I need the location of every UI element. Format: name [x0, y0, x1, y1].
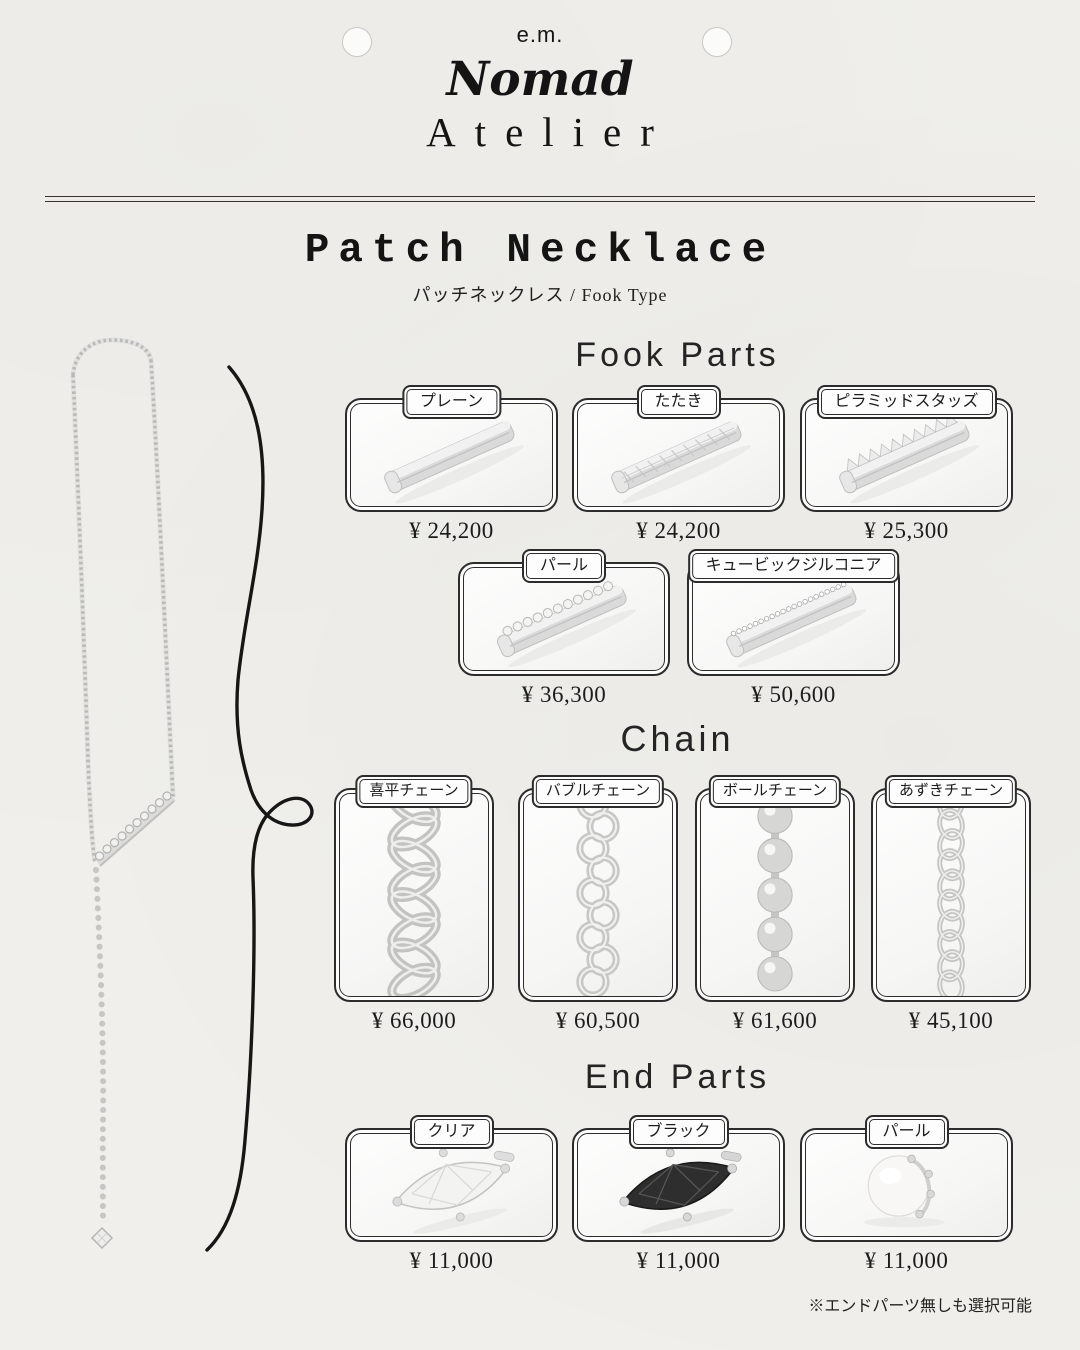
item-price: ¥ 24,200 [636, 518, 721, 543]
item-label: クリア [413, 1119, 490, 1146]
item-label-tag: ボールチェーン [708, 775, 842, 808]
item-label: たたき [640, 389, 717, 416]
item-label-tag: ピラミッドスタッズ [816, 385, 997, 420]
section-heading-end-parts: End Parts [584, 1058, 771, 1096]
brand-atelier: Atelier [426, 109, 673, 155]
item-label-tag: パール [521, 549, 607, 584]
item-card-pearl-hook: パール [458, 549, 670, 676]
item-price: ¥ 60,500 [555, 1008, 641, 1033]
footnote: ※エンドパーツ無しも選択可能 [808, 1298, 1032, 1315]
item-price: ¥ 66,000 [371, 1008, 457, 1033]
item-label: プレーン [405, 389, 498, 416]
kihei-chain-image [387, 794, 441, 996]
item-card-azuki-chain: あずきチェーン [871, 775, 1031, 1002]
hammered-hook-part-image [611, 421, 751, 504]
item-price: ¥ 45,100 [908, 1008, 994, 1033]
pyramid-studs-hook-part-image [839, 413, 979, 504]
pearl-end-part-image [864, 1154, 945, 1228]
plain-hook-part-image [384, 421, 524, 504]
item-card-bubble-chain: バブルチェーン [518, 775, 678, 1002]
item-label-tag: プレーン [401, 385, 502, 420]
item-label: ピラミッドスタッズ [820, 389, 993, 416]
clear-end-part-image [392, 1148, 515, 1234]
item-label-tag: 喜平チェーン [355, 775, 473, 808]
azuki-chain-image [937, 794, 965, 996]
item-card-plain: プレーン [345, 385, 558, 512]
ball-chain-image [757, 798, 793, 992]
item-price: ¥ 11,000 [864, 1248, 949, 1273]
item-label-tag: ブラック [628, 1115, 729, 1150]
item-card-hammered: たたき [572, 385, 785, 512]
item-price: ¥ 11,000 [409, 1248, 494, 1273]
item-price: ¥ 25,300 [864, 518, 949, 543]
brand-em: e.m. [516, 22, 564, 47]
item-label-tag: たたき [636, 385, 721, 420]
item-card-pearl-end: パール [800, 1115, 1013, 1242]
divider-rule [45, 196, 1035, 202]
item-price: ¥ 61,600 [732, 1008, 818, 1033]
pearl-hook-part-image [496, 581, 637, 668]
item-label: パール [525, 553, 603, 580]
item-price: ¥ 11,000 [636, 1248, 721, 1273]
item-label: あずきチェーン [888, 779, 1014, 804]
item-price: ¥ 36,300 [521, 682, 607, 707]
black-end-part-image [619, 1148, 742, 1234]
section-heading-fook-parts: Fook Parts [575, 336, 780, 374]
item-card-cubic-zirconia: キュービックジルコニア [687, 549, 900, 676]
item-label-tag: キュービックジルコニア [687, 549, 900, 584]
necklace-photo [70, 337, 176, 1250]
item-label-tag: クリア [409, 1115, 494, 1150]
brand-nomad-script: Nomad [446, 52, 634, 107]
item-label-tag: パール [864, 1115, 949, 1150]
cubic-zirconia-hook-part-image [726, 581, 866, 668]
item-price: ¥ 50,600 [751, 682, 836, 707]
item-card-pyramid-studs: ピラミッドスタッズ [800, 385, 1013, 512]
item-label: 喜平チェーン [359, 779, 469, 804]
item-label-tag: バブルチェーン [531, 775, 665, 808]
item-label: バブルチェーン [535, 779, 661, 804]
punch-hole-left [342, 27, 372, 57]
item-card-ball-chain: ボールチェーン [695, 775, 855, 1002]
item-price: ¥ 24,200 [409, 518, 494, 543]
item-card-clear-end: クリア [345, 1115, 558, 1242]
item-label: ブラック [632, 1119, 725, 1146]
item-label: パール [868, 1119, 945, 1146]
pave-pearls [94, 791, 172, 861]
item-label: キュービックジルコニア [691, 553, 896, 580]
brace-curve-icon [205, 365, 314, 1252]
bubble-chain-image [576, 794, 620, 996]
item-label-tag: あずきチェーン [884, 775, 1018, 808]
item-card-black-end: ブラック [572, 1115, 785, 1242]
page-title: Patch Necklace [304, 228, 776, 274]
item-card-kihei-chain: 喜平チェーン [334, 775, 494, 1002]
punch-hole-right [702, 27, 732, 57]
item-label: ボールチェーン [712, 779, 838, 804]
page-subtitle: パッチネックレス / Fook Type [412, 285, 668, 305]
section-heading-chain: Chain [620, 718, 735, 759]
